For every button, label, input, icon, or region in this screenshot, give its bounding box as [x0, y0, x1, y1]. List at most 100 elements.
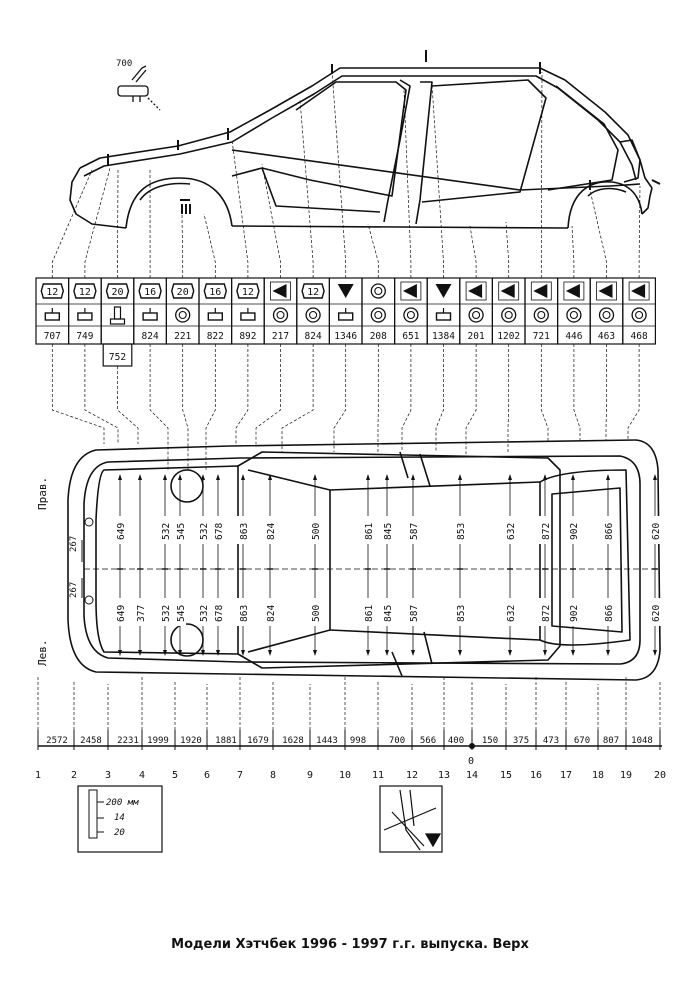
code-column-1: 12 707	[35, 277, 70, 345]
code-value: 221	[174, 331, 191, 342]
plan-dim-value: 377	[136, 605, 147, 622]
plan-dim-value: 545	[176, 605, 187, 622]
axis-value: 566	[420, 736, 436, 746]
station-number: 7	[237, 770, 243, 781]
station-number: 2	[71, 770, 77, 781]
plan-dim-value: 902	[569, 605, 580, 622]
leaders-top	[51, 69, 641, 278]
code-value: 217	[272, 331, 289, 342]
station-number: 13	[438, 770, 450, 781]
axis-value: 1999	[147, 736, 169, 746]
leader-line	[573, 344, 581, 440]
triangle-down-icon	[435, 284, 452, 298]
station-number: 5	[172, 770, 178, 781]
front-dim-upper: 267	[69, 536, 79, 552]
detail-box-left: 200 мм 14 20	[77, 785, 163, 853]
code-value: 651	[402, 331, 419, 342]
triangle-left-icon	[631, 284, 646, 298]
bolt-size-label: 12	[79, 287, 91, 298]
leader-line	[117, 167, 119, 278]
axis-zero-point	[469, 743, 475, 749]
bolt-size-label: 12	[307, 287, 319, 298]
leader-line	[540, 71, 543, 278]
axis-value: 2458	[80, 736, 102, 746]
bolt-size-label: 12	[46, 287, 58, 298]
bolt-size-label: 20	[111, 287, 123, 298]
plan-dim-value: 845	[383, 523, 394, 540]
ring-icon	[468, 307, 484, 323]
code-value: 446	[565, 331, 582, 342]
leader-line	[51, 344, 105, 444]
code-column-8: 217	[263, 277, 298, 345]
axis-value: 1881	[215, 736, 237, 746]
code-column-19: 468	[622, 277, 656, 345]
leader-line	[401, 344, 412, 452]
callout-700	[117, 65, 161, 111]
leader-line	[235, 344, 249, 444]
pad-icon	[44, 312, 60, 321]
station-number: 19	[620, 770, 632, 781]
ring-icon	[370, 307, 386, 323]
station-number: 14	[466, 770, 478, 781]
bolt-symbol-icon	[105, 283, 130, 299]
ring-icon	[566, 307, 582, 323]
callout-700-label: 700	[116, 59, 132, 69]
leader-line	[205, 344, 216, 470]
plan-dim-value: 587	[409, 523, 420, 540]
pad-icon	[77, 312, 93, 321]
station-number: 8	[270, 770, 276, 781]
code-column-13: 1384	[426, 277, 461, 345]
pad-icon	[435, 312, 452, 321]
code-value: 468	[631, 331, 648, 342]
axis-value: 150	[482, 736, 498, 746]
code-value: 707	[44, 331, 61, 342]
ring-icon	[272, 307, 289, 323]
plan-dim-value: 532	[161, 605, 172, 622]
plan-dim-value: 532	[199, 605, 210, 622]
ring-icon	[533, 307, 549, 323]
caption: Модели Хэтчбек 1996 - 1997 г.г. выпуска.…	[171, 937, 529, 952]
plan-dim-3: 532 532	[159, 474, 172, 656]
station-number: 17	[560, 770, 572, 781]
triangle-left-icon	[598, 284, 613, 298]
pin-icon	[113, 306, 122, 320]
axis-value: 375	[513, 736, 529, 746]
axis-value: 473	[543, 736, 559, 746]
plan-dim-value: 853	[456, 605, 467, 622]
axis-value: 1048	[631, 736, 653, 746]
bolt-symbol-icon	[301, 283, 325, 299]
leaders-bottom	[37, 676, 661, 730]
plan-dim-value: 863	[239, 605, 250, 622]
leader-line	[117, 366, 139, 444]
leader-line	[465, 344, 477, 454]
leader-line	[627, 344, 640, 440]
plan-dim-value: 845	[383, 605, 394, 622]
ring-icon	[501, 307, 517, 323]
plan-dim-value: 532	[161, 523, 172, 540]
bolt-symbol-icon	[236, 283, 260, 299]
plan-dim-value: 866	[604, 523, 615, 540]
detail-left-dim-a: 200 мм	[106, 798, 139, 808]
axis-value: 1920	[180, 736, 202, 746]
code-value: 463	[598, 331, 615, 342]
code-column-18: 463	[589, 277, 624, 345]
axis-zero-label: 0	[468, 756, 474, 767]
detail-left-dim-c: 20	[114, 828, 125, 838]
plan-dim-value: 620	[651, 605, 662, 622]
label-right-side: Прав.	[36, 477, 49, 510]
plan-dim-value: 649	[116, 523, 127, 540]
car-plan-view	[67, 439, 661, 681]
